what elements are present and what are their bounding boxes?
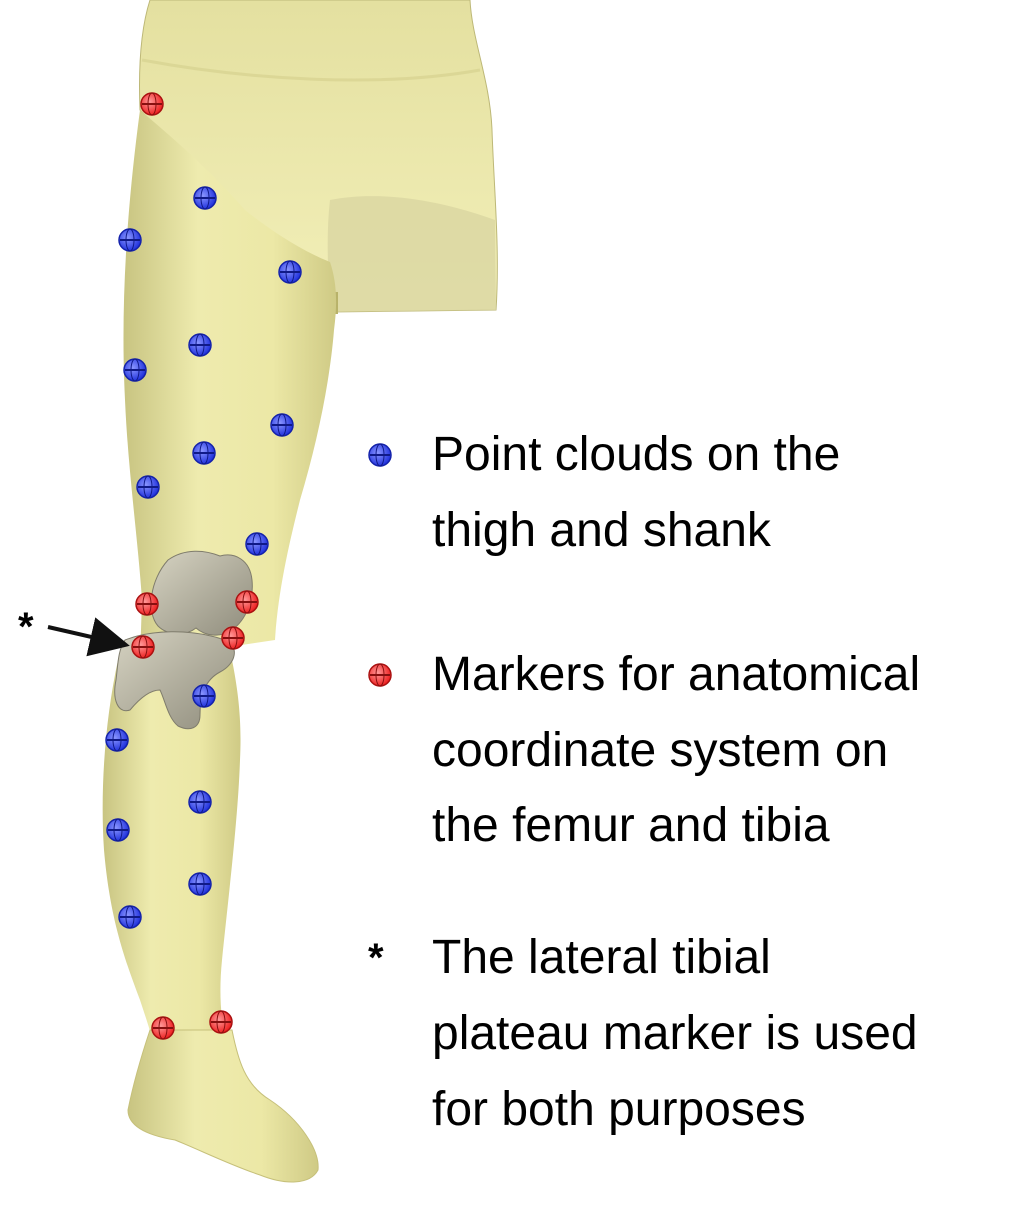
legend-markers-line-2: coordinate system on [432, 724, 889, 777]
red-markers [131, 92, 259, 1040]
red-marker [221, 626, 245, 650]
thigh [123, 110, 337, 660]
legend-point-clouds-line-1: Point clouds on the [432, 428, 841, 481]
red-marker-icon [368, 663, 392, 687]
blue-marker [188, 872, 212, 896]
legend-asterisk-line-3: for both purposes [432, 1083, 806, 1136]
legend-asterisk-line-2: plateau marker is used [432, 1007, 918, 1060]
blue-marker [188, 790, 212, 814]
blue-marker [192, 684, 216, 708]
blue-markers [105, 186, 302, 929]
legend-markers-line-1: Markers for anatomical [432, 648, 921, 701]
callout-asterisk: * [18, 605, 34, 649]
blue-marker [192, 441, 216, 465]
asterisk-legend-symbol: * [368, 936, 384, 980]
red-marker [235, 590, 259, 614]
blue-marker [245, 532, 269, 556]
blue-marker [193, 186, 217, 210]
blue-marker [188, 333, 212, 357]
foot [127, 1029, 319, 1183]
blue-marker [106, 818, 130, 842]
blue-marker [118, 228, 142, 252]
red-marker [209, 1010, 233, 1034]
lateral-tibial-plateau-marker [131, 635, 155, 659]
blue-marker [278, 260, 302, 284]
legend-asterisk-line-1: The lateral tibial [432, 931, 771, 984]
blue-marker [136, 475, 160, 499]
blue-marker-icon [368, 443, 392, 467]
red-marker [135, 592, 159, 616]
red-marker [151, 1016, 175, 1040]
blue-marker [270, 413, 294, 437]
legend-markers-line-3: the femur and tibia [432, 799, 830, 852]
shank [102, 660, 241, 1060]
legend-point-clouds-line-2: thigh and shank [432, 504, 771, 557]
callout-arrow [47, 617, 130, 657]
blue-marker [105, 728, 129, 752]
blue-marker [123, 358, 147, 382]
blue-marker [118, 905, 142, 929]
red-marker [140, 92, 164, 116]
